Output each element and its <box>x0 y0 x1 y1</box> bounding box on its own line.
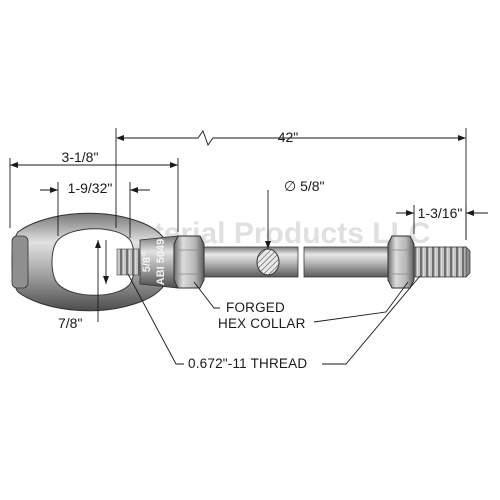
callout-hex-collar: HEX COLLAR <box>218 316 306 331</box>
rod-break-gap <box>300 246 304 278</box>
stamp-size: 5/8" <box>141 252 153 273</box>
thread-chamfer <box>465 246 471 278</box>
dimension-lines <box>9 128 488 365</box>
eye-bolt-part: 5/8" ABI 5049 <box>11 212 471 312</box>
dim-overall-length: 42" <box>278 129 299 145</box>
hex-nut <box>387 235 415 289</box>
dim-thread-length: 1-3/16" <box>418 205 463 221</box>
eye-thread-stub <box>116 248 140 276</box>
part-stamp: 5/8" ABI 5049 <box>141 239 167 285</box>
forged-eye <box>11 212 173 312</box>
dim-eye-width: 7/8" <box>58 315 82 331</box>
callout-forged: FORGED <box>226 300 285 315</box>
rod-right-section <box>303 246 393 278</box>
dim-rod-diameter: ∅ 5/8" <box>284 178 325 194</box>
stamp-part-number: ABI 5049 <box>155 239 167 285</box>
eye-nose <box>11 235 29 289</box>
rod-cross-section <box>256 248 280 276</box>
dim-eye-length: 3-1/8" <box>62 149 99 165</box>
dim-eye-offset: 1-9/32" <box>68 180 113 196</box>
rod-left-section <box>197 246 299 278</box>
threaded-end <box>413 246 467 278</box>
hex-collar <box>173 235 205 289</box>
callout-thread: 0.672"-11 THREAD <box>188 356 307 371</box>
